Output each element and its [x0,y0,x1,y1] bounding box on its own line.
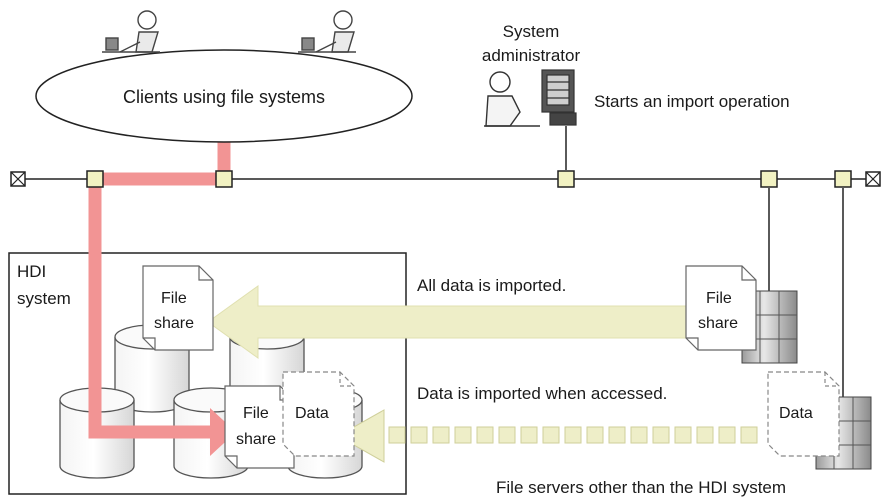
file-servers-caption: File servers other than the HDI system [496,478,786,497]
terminator-right [865,171,881,187]
admin-title-line2: administrator [482,46,581,65]
hdi-file-share-top-l2: share [154,315,194,332]
hdi-file-share-bottom: File share [224,385,295,469]
client-access-arrowhead [210,408,236,456]
node-server2 [834,170,852,188]
client-user-icon-1 [102,10,160,53]
node-clients [215,170,233,188]
server-file-share-l1: File [706,290,732,307]
hdi-label-line1: HDI [17,262,46,281]
hdi-system-box [8,252,407,495]
hdi-file-share-bottom-l1: File [243,405,269,422]
node-admin [557,170,575,188]
hdi-file-share-top-l1: File [161,290,187,307]
terminator-left [10,171,26,187]
network-nodes [86,170,852,188]
on-access-arrow [336,409,758,463]
on-access-label: Data is imported when accessed. [417,384,667,403]
server-file-share: File share [685,265,757,351]
admin-pc-icon [541,69,577,126]
hdi-label-line2: system [17,289,71,308]
admin-person-icon [484,71,540,127]
server-file-share-l2: share [698,315,738,332]
client-user-icon-2 [298,10,356,53]
hdi-file-share-top: File share [142,265,214,351]
clients-label: Clients using file systems [123,87,325,107]
server-data-label: Data [779,405,813,422]
clients-ellipse [35,49,413,143]
node-server1 [760,170,778,188]
admin-title-line1: System [503,22,560,41]
hdi-data-doc: Data [282,371,355,457]
hdi-file-share-bottom-l2: share [236,431,276,448]
admin-action-label: Starts an import operation [594,92,790,111]
node-hdi [86,170,104,188]
hdi-data-label: Data [295,405,329,422]
full-import-label: All data is imported. [417,276,566,295]
full-import-arrow [207,285,689,359]
server-data-doc: Data [767,371,840,457]
